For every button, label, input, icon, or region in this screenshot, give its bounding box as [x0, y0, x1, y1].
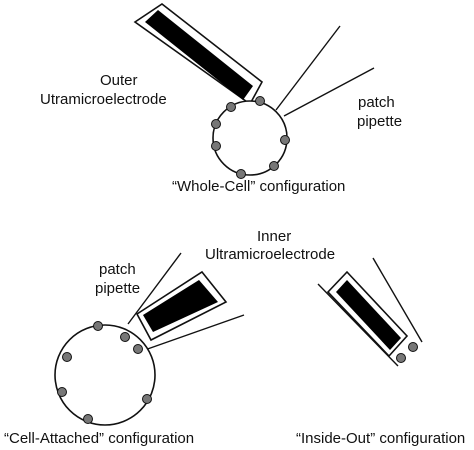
inner-electrode-label-line1: Inner: [257, 228, 291, 245]
inside-out-ion-channels: [396, 342, 418, 363]
patch-pipette-top-wall-1: [275, 25, 341, 111]
inner-electrode-label-line2: Ultramicroelectrode: [205, 246, 335, 263]
cell-attached-panel: Inner Ultramicroelectrode patch pipette …: [4, 228, 335, 447]
ion-channel: [211, 141, 221, 151]
outer-electrode-label-line1: Outer: [100, 72, 138, 89]
inner-ultramicroelectrode-core-right: [336, 280, 401, 350]
cell-attached-ion-channels: [57, 321, 152, 424]
patch-pipette-top-label-line1: patch: [358, 94, 395, 111]
ion-channel: [93, 321, 103, 331]
outer-electrode-label-line2: Utramicroelectrode: [40, 91, 167, 108]
patch-pipette-top-wall-2: [283, 67, 375, 117]
ion-channel: [236, 169, 246, 179]
patch-pipette-bottom-wall-2: [138, 314, 245, 353]
inner-ultramicroelectrode-core-left: [143, 280, 218, 332]
whole-cell-panel: Outer Utramicroelectrode patch pipette “…: [40, 3, 402, 195]
cell-attached-membrane: [54, 324, 156, 426]
patch-pipette-bottom-label-line2: pipette: [95, 280, 140, 297]
patch-pipette-bottom-label-line1: patch: [99, 261, 136, 278]
ion-channel: [408, 342, 418, 352]
whole-cell-ion-channels: [211, 96, 290, 179]
patch-pipette-bottom-wall-1: [127, 252, 182, 325]
ion-channel: [62, 352, 72, 362]
inside-out-caption: “Inside-Out” configuration: [296, 430, 465, 447]
ion-channel: [57, 387, 67, 397]
inside-out-pipette-wall-1: [372, 257, 423, 343]
ion-channel: [133, 344, 143, 354]
ion-channel: [280, 135, 290, 145]
patch-pipette-top-label-line2: pipette: [357, 113, 402, 130]
ion-channel: [120, 332, 130, 342]
whole-cell-caption: “Whole-Cell” configuration: [172, 178, 345, 195]
ion-channel: [83, 414, 93, 424]
ion-channel: [396, 353, 406, 363]
ion-channel: [269, 161, 279, 171]
outer-ultramicroelectrode-core: [145, 10, 253, 100]
cell-attached-caption: “Cell-Attached” configuration: [4, 430, 194, 447]
ion-channel: [142, 394, 152, 404]
ion-channel: [211, 119, 221, 129]
ion-channel: [255, 96, 265, 106]
ion-channel: [226, 102, 236, 112]
inside-out-panel: “Inside-Out” configuration: [296, 257, 465, 447]
